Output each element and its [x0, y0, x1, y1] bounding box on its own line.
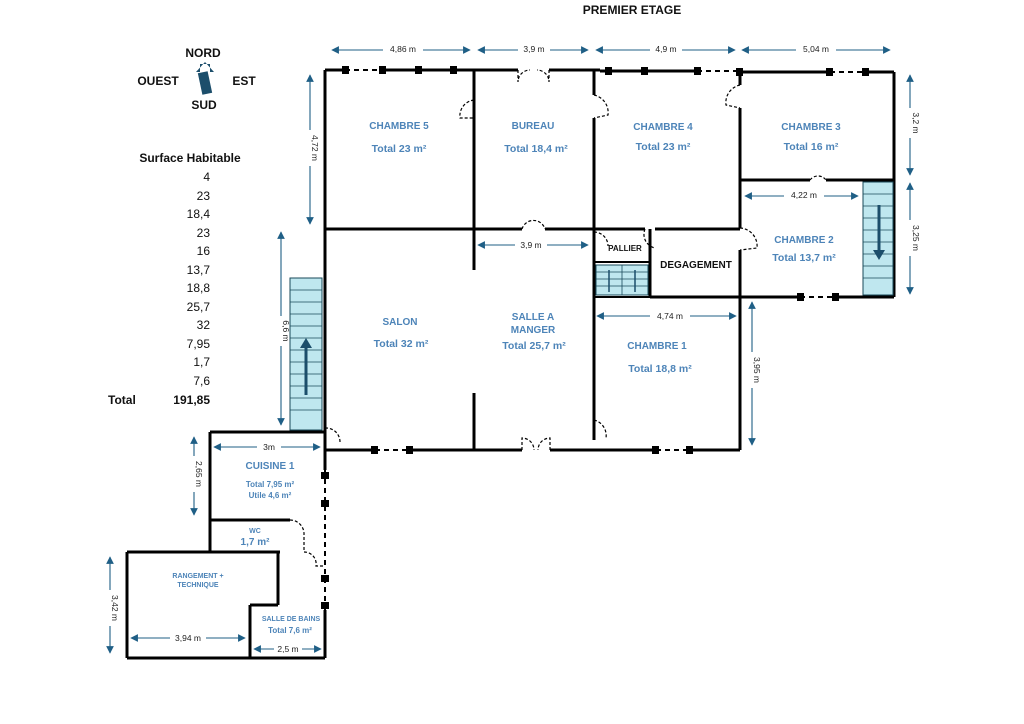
legend-value: 25,7 [187, 300, 211, 314]
dim-salle-width: 3,9 m [520, 240, 541, 250]
surface-legend: Surface Habitable 4 23 18,4 23 16 13,7 1… [108, 151, 241, 407]
windows [321, 66, 869, 609]
dim-cuisine-width: 3m [263, 442, 275, 452]
legend-heading: Surface Habitable [139, 151, 241, 165]
room-chambre2-total: Total 13,7 m² [772, 252, 836, 264]
dimension-labels: 4,86 m 3,9 m 4,9 m 5,04 m 3,2 m 3,25 m 4… [102, 42, 921, 654]
room-sdb-total: Total 7,6 m² [268, 626, 312, 635]
compass-east: EST [232, 74, 256, 88]
legend-value: 1,7 [193, 355, 210, 369]
dim-cuisine-height: 2,65 m [194, 461, 204, 487]
legend-value: 16 [197, 244, 211, 258]
legend-total-value: 191,85 [173, 393, 210, 407]
room-chambre4-total: Total 23 m² [636, 141, 691, 153]
legend-value: 18,4 [187, 207, 211, 221]
room-labels: CHAMBRE 5 Total 23 m² BUREAU Total 18,4 … [172, 121, 841, 635]
dim-stair-height: 6,6 m [281, 320, 291, 341]
room-chambre2-name: CHAMBRE 2 [774, 235, 834, 246]
dim-chambre1-height: 3,95 m [752, 357, 762, 383]
room-chambre1-name: CHAMBRE 1 [627, 341, 687, 352]
dim-top-chambre3: 5,04 m [803, 44, 829, 54]
room-rangement-name-2: TECHNIQUE [177, 582, 219, 589]
room-chambre3-total: Total 16 m² [784, 141, 839, 153]
room-wc-name: WC [249, 528, 261, 535]
room-rangement-name-1: RANGEMENT + [172, 573, 223, 580]
north-arrow-icon [196, 62, 214, 72]
stairs-left [289, 277, 323, 431]
stairs-pallier [595, 264, 649, 296]
legend-value: 7,95 [187, 337, 211, 351]
dim-chambre2-width: 4,22 m [791, 190, 817, 200]
dim-rangement-height: 3,42 m [110, 595, 120, 621]
room-sdb-name: SALLE DE BAINS [262, 616, 321, 623]
compass-west: OUEST [137, 74, 179, 88]
dim-right-chambre3: 3,2 m [911, 112, 921, 133]
legend-value: 18,8 [187, 281, 211, 295]
room-cuisine-total: Total 7,95 m² [246, 480, 295, 489]
page-title: PREMIER ETAGE [583, 3, 681, 17]
room-cuisine-name: CUISINE 1 [246, 461, 295, 472]
room-salon-total: Total 32 m² [374, 338, 429, 350]
legend-value: 32 [197, 318, 211, 332]
room-chambre1-total: Total 18,8 m² [628, 363, 692, 375]
legend-value: 4 [203, 170, 210, 184]
north-arrow-shaft [197, 71, 213, 95]
legend-value: 7,6 [193, 374, 210, 388]
room-chambre3-name: CHAMBRE 3 [781, 122, 841, 133]
dim-right-chambre2: 3,25 m [911, 225, 921, 251]
room-degagement-name: DEGAGEMENT [660, 260, 732, 271]
room-chambre5-name: CHAMBRE 5 [369, 121, 429, 132]
stairs-right [862, 181, 894, 296]
room-chambre5-total: Total 23 m² [372, 143, 427, 155]
room-chambre4-name: CHAMBRE 4 [633, 122, 693, 133]
dim-left-chambre5: 4,72 m [310, 135, 320, 161]
compass-north: NORD [185, 46, 221, 60]
dim-top-bureau: 3,9 m [523, 44, 544, 54]
legend-value: 23 [197, 189, 211, 203]
legend-value: 23 [197, 226, 211, 240]
room-wc-total: 1,7 m² [241, 537, 271, 548]
room-pallier-name: PALLIER [608, 244, 642, 253]
room-salon-name: SALON [383, 317, 418, 328]
dim-chambre1-width: 4,74 m [657, 311, 683, 321]
dim-top-chambre4: 4,9 m [655, 44, 676, 54]
room-bureau-total: Total 18,4 m² [504, 143, 568, 155]
dim-rangement-width: 3,94 m [175, 633, 201, 643]
dim-top-chambre5: 4,86 m [390, 44, 416, 54]
room-salle-name-1: SALLE A [512, 312, 554, 323]
room-cuisine-useful: Utile 4,6 m² [249, 491, 292, 500]
room-salle-name-2: MANGER [511, 325, 556, 336]
compass-south: SUD [191, 98, 217, 112]
compass: NORD SUD OUEST EST [137, 46, 256, 112]
legend-value: 13,7 [187, 263, 211, 277]
walls [125, 68, 896, 660]
dim-sdb-width: 2,5 m [277, 644, 298, 654]
room-bureau-name: BUREAU [512, 121, 555, 132]
legend-total-label: Total [108, 393, 136, 407]
room-salle-total: Total 25,7 m² [502, 340, 566, 352]
